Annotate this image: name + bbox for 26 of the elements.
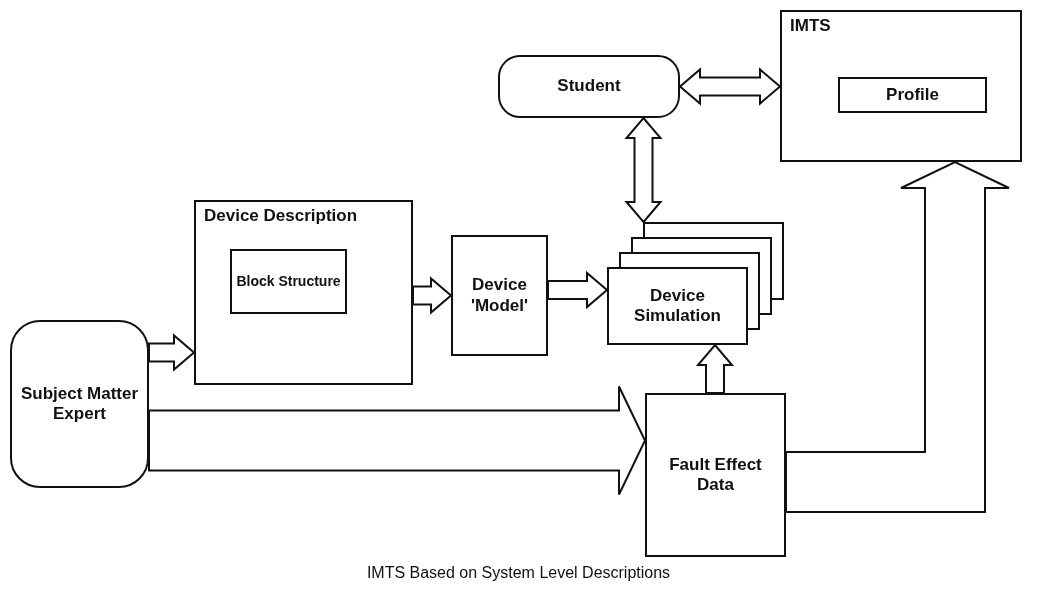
hollow-arrow: [148, 385, 647, 496]
hollow-arrow: [412, 276, 453, 315]
hollow-arrow: [547, 270, 609, 310]
process-box: [451, 235, 548, 356]
hollow-arrow: [785, 160, 1010, 513]
hollow-arrow: [148, 333, 196, 372]
node-label: Device 'Model': [469, 275, 530, 316]
caption: IMTS Based on System Level Descriptions: [365, 564, 672, 582]
box-heading: Device Description: [204, 206, 358, 227]
process-box: [230, 249, 347, 314]
node-label: Student: [557, 76, 621, 97]
node-label: Profile: [886, 84, 939, 106]
node-label: Block Structure: [236, 273, 341, 290]
process-box: [838, 77, 987, 113]
node-label: Device Simulation: [633, 285, 722, 327]
node-label: Fault Effect Data: [668, 454, 763, 496]
hollow-arrow: [678, 67, 782, 106]
node-label: Subject Matter Expert: [19, 383, 140, 425]
box-heading: IMTS: [790, 16, 831, 37]
process-box: [780, 10, 1022, 162]
hollow-arrow: [624, 116, 663, 224]
hollow-arrow: [695, 343, 735, 394]
process-box: [645, 393, 786, 557]
process-box: [194, 200, 413, 385]
rounded-box: [498, 55, 680, 118]
rounded-box: [10, 320, 149, 488]
